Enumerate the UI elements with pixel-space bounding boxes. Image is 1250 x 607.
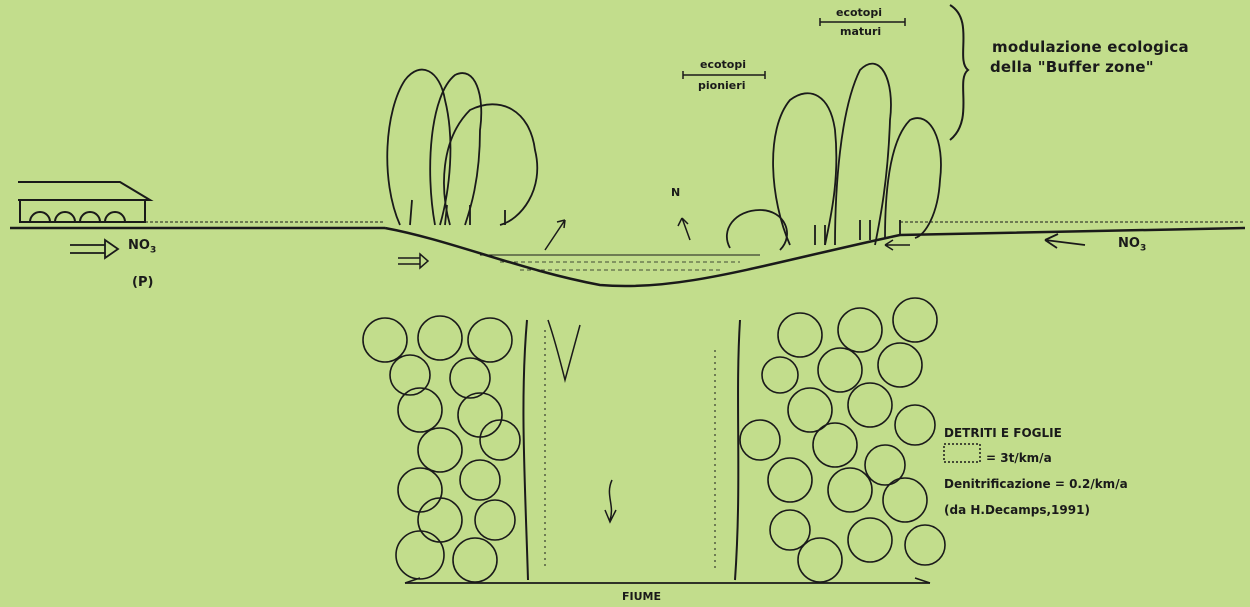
label-buffer-line2: della "Buffer zone" — [990, 58, 1154, 76]
legend-swatch — [944, 444, 980, 462]
legend-source: (da H.Decamps,1991) — [944, 503, 1090, 517]
label-no3-right: NO3 — [1118, 236, 1146, 254]
label-ecotopi-maturi-2: maturi — [840, 25, 881, 38]
canopy-right — [740, 298, 945, 582]
canopy-left — [363, 316, 520, 582]
label-ecotopi-pionieri-2: pionieri — [698, 79, 745, 92]
label-no3-left: NO3 — [128, 238, 156, 256]
label-fiume: FIUME — [622, 590, 661, 603]
label-buffer-line1: modulazione ecologica — [992, 38, 1189, 56]
legend-rate: = 3t/km/a — [986, 451, 1052, 465]
trees-left — [387, 70, 537, 225]
label-p-left: (P) — [132, 275, 153, 290]
label-n-gas: N — [671, 186, 680, 199]
legend-denitrification: Denitrificazione = 0.2/km/a — [944, 477, 1128, 491]
trees-right — [727, 64, 941, 250]
legend-title: DETRITI E FOGLIE — [944, 426, 1062, 440]
label-ecotopi-maturi-1: ecotopi — [836, 6, 882, 19]
house-illustration — [18, 182, 150, 222]
label-ecotopi-pionieri-1: ecotopi — [700, 58, 746, 71]
